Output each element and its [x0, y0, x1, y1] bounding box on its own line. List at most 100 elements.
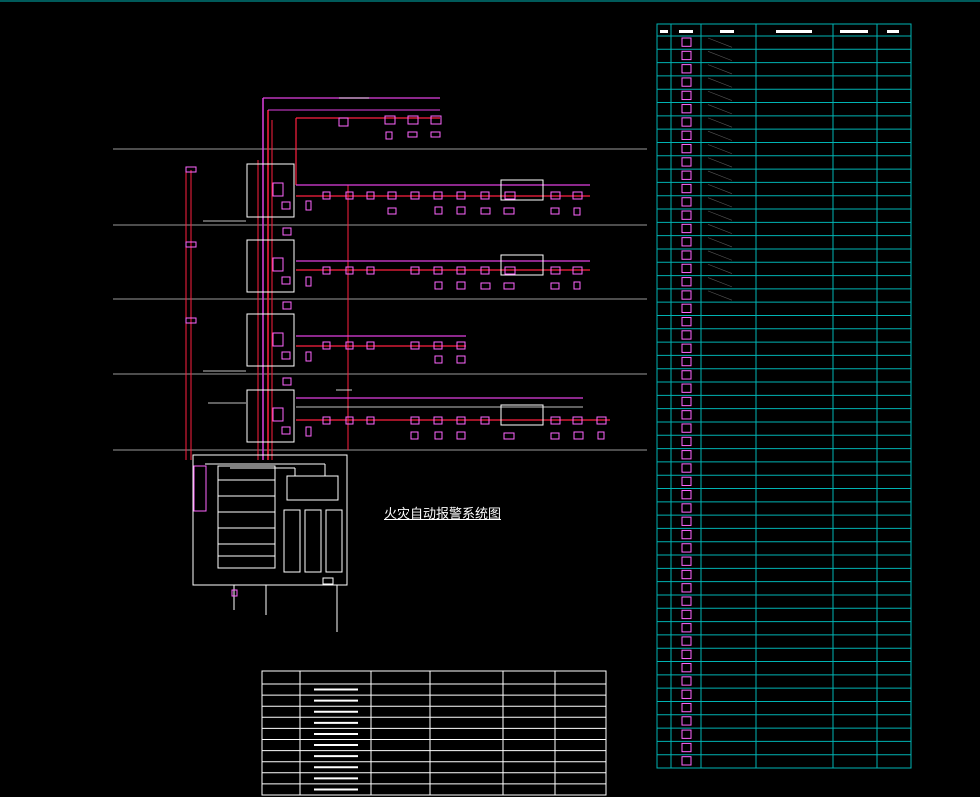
legend-symbol-icon [681, 596, 692, 606]
legend-symbol-icon [681, 263, 692, 274]
legend-symbol-icon [681, 463, 692, 473]
legend-symbol-icon [681, 90, 692, 101]
legend-symbol-icon [681, 237, 692, 247]
floor-1-branch [246, 377, 610, 443]
legend-hatch [707, 117, 733, 128]
floor-3-branch [246, 227, 590, 293]
legend-hatch [707, 51, 733, 61]
legend-symbol-icon [681, 436, 692, 447]
legend-symbol-icon [681, 104, 692, 114]
legend-symbol-icon [681, 503, 692, 513]
floor-lines [113, 148, 647, 451]
legend-symbol-icon [681, 729, 692, 739]
floor-4-branch [246, 163, 590, 218]
module-icon [384, 115, 396, 125]
floor-panel [246, 389, 295, 443]
legend-symbol-icon [681, 396, 692, 407]
legend-symbol-icon [681, 50, 692, 61]
legend-hatch [707, 277, 733, 288]
legend-symbol-icon [681, 676, 692, 686]
legend-hatch [707, 144, 733, 155]
legend-symbol-icon [681, 303, 692, 313]
legend-hatch [707, 104, 733, 115]
legend-hatch [707, 157, 733, 168]
legend-hatch [707, 77, 733, 88]
device-icon [385, 131, 393, 140]
legend-hatch [707, 237, 733, 248]
legend-symbol-icon [681, 356, 692, 367]
legend-symbol-icon [681, 330, 692, 340]
riser-trunk [185, 98, 349, 460]
legend-symbol-icon [681, 529, 692, 540]
legend-symbol-icon [681, 210, 692, 220]
roof-branch [263, 97, 442, 140]
legend-symbol-icon [681, 636, 692, 646]
legend-symbol-icon [681, 316, 692, 327]
legend-symbol-icon [681, 716, 692, 726]
legend-symbols [681, 37, 733, 766]
legend-hatch [707, 197, 733, 208]
legend-symbol-icon [681, 663, 692, 673]
device-group-box [500, 254, 544, 276]
legend-hatch [707, 224, 733, 234]
floor-panel [246, 163, 295, 218]
legend-symbol-icon [681, 183, 692, 194]
legend-symbol-icon [681, 170, 692, 180]
legend-hatch [707, 210, 733, 221]
legend-symbol-icon [681, 143, 692, 154]
legend-symbol-icon [681, 130, 692, 140]
module-icon [338, 117, 349, 127]
legend-hatch [707, 184, 733, 194]
floor-panel [246, 313, 295, 367]
legend-symbol-icon [681, 476, 692, 487]
legend-table [656, 23, 912, 769]
device-icon [407, 131, 418, 138]
device-icon [430, 131, 441, 138]
legend-symbol-icon [681, 450, 692, 460]
panel-icon [272, 332, 284, 347]
legend-symbol-icon [681, 742, 692, 753]
equipment-table [261, 670, 607, 796]
legend-symbol-icon [681, 569, 692, 580]
device-group-box [500, 179, 544, 201]
module-icon [430, 115, 442, 125]
legend-symbol-icon [681, 77, 692, 87]
legend-symbol-icon [681, 423, 692, 433]
legend-symbol-icon [681, 490, 692, 500]
legend-header-bars [660, 30, 899, 33]
legend-symbol-icon [681, 157, 692, 167]
floor-2-branch [246, 301, 466, 367]
legend-symbol-icon [681, 37, 692, 47]
legend-symbol-icon [681, 649, 692, 660]
legend-symbol-icon [681, 609, 692, 620]
legend-hatch [707, 263, 733, 274]
legend-hatch [707, 290, 733, 301]
leader-lines [203, 97, 369, 404]
legend-symbol-icon [681, 117, 692, 127]
legend-hatch [707, 37, 733, 48]
legend-symbol-icon [681, 410, 692, 420]
legend-symbol-icon [681, 197, 692, 207]
legend-symbol-icon [681, 702, 692, 713]
floor-panel [246, 239, 295, 293]
device-group-box [500, 404, 544, 426]
legend-symbol-icon [681, 250, 692, 260]
legend-symbol-icon [681, 370, 692, 380]
legend-symbol-icon [681, 343, 692, 353]
diagram-title: 火灾自动报警系统图 [384, 507, 502, 522]
legend-symbol-icon [681, 290, 692, 300]
fire-control-center [192, 454, 348, 632]
legend-symbol-icon [681, 64, 692, 74]
panel-icon [272, 257, 284, 272]
legend-hatch [707, 130, 733, 141]
module-icon [407, 115, 419, 125]
legend-symbol-icon [681, 556, 692, 566]
legend-symbol-icon [681, 516, 692, 526]
panel-icon [272, 182, 284, 197]
legend-hatch [707, 170, 733, 181]
riser-modules [185, 166, 197, 324]
legend-symbol-icon [681, 756, 692, 766]
legend-symbol-icon [681, 543, 692, 553]
legend-symbol-icon [681, 623, 692, 633]
